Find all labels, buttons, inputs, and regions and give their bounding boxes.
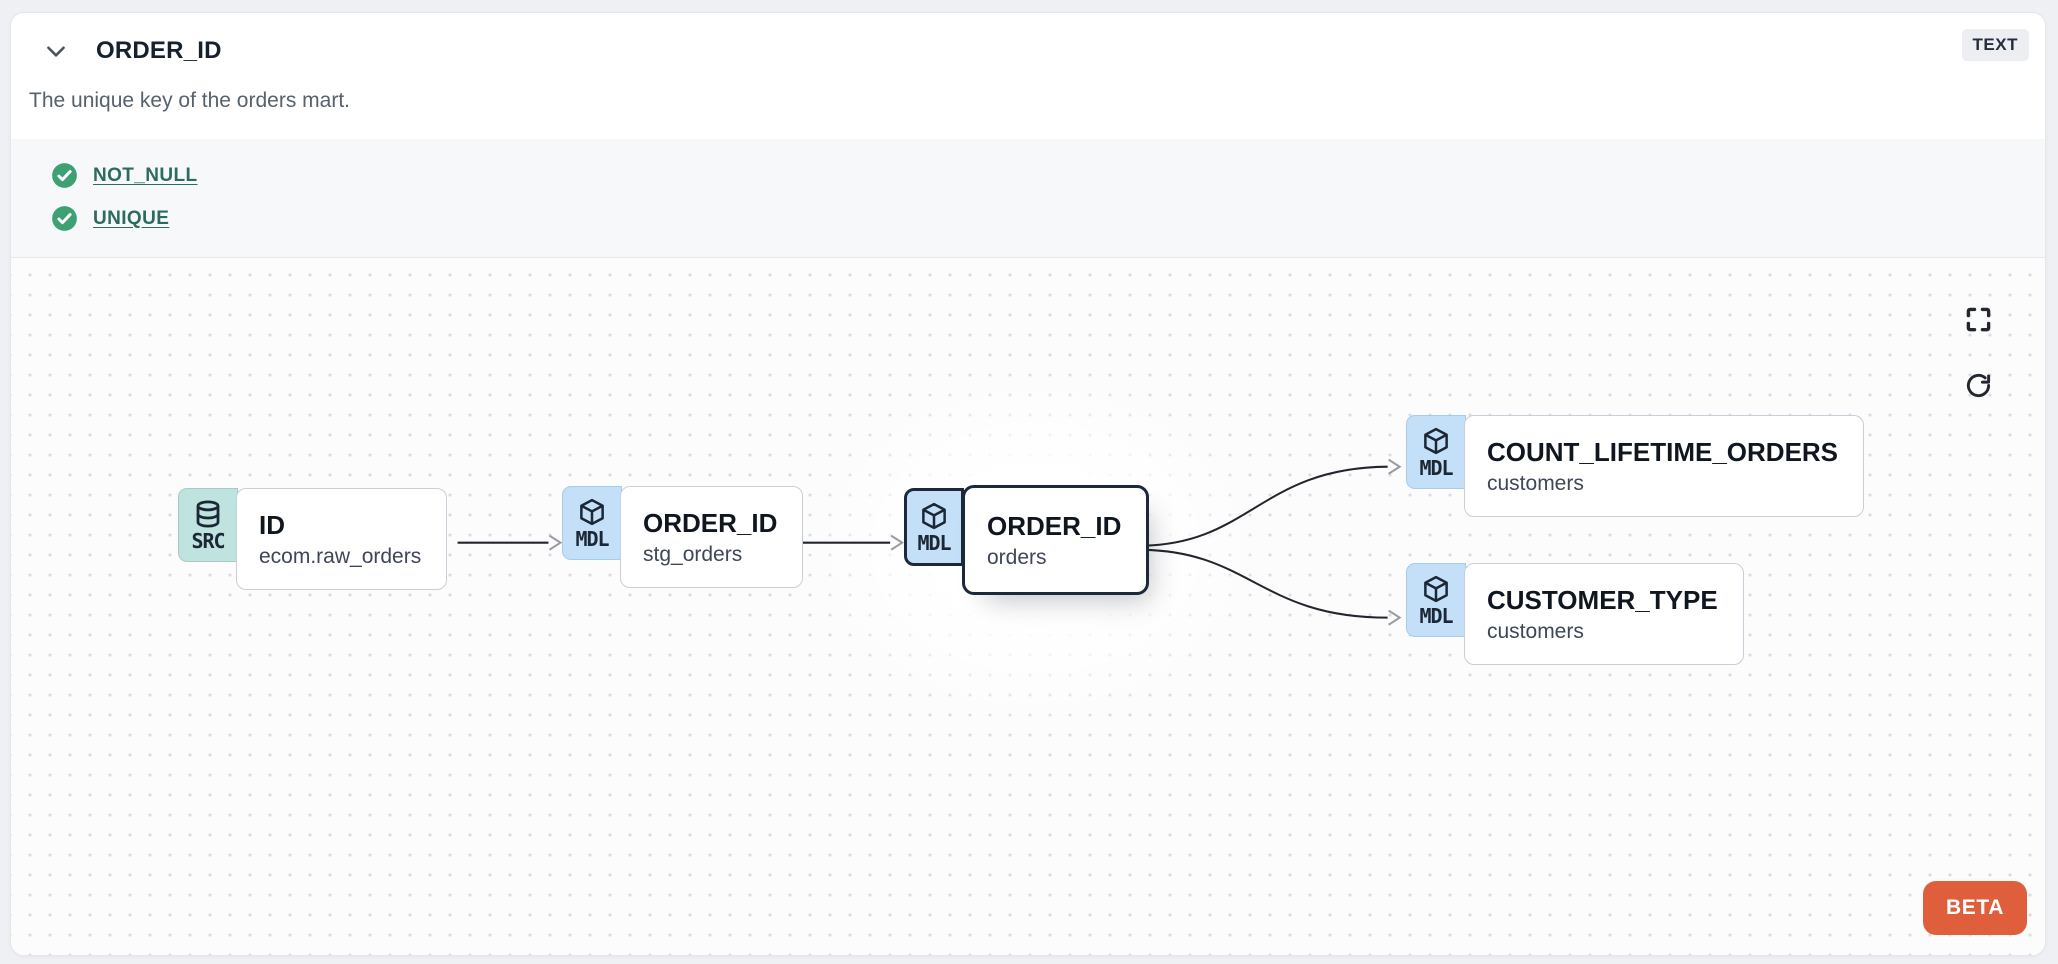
column-type-badge: TEXT: [1961, 29, 2029, 61]
node-title: ORDER_ID: [643, 507, 778, 538]
lineage-node-order-id-stg-orders[interactable]: MDL ORDER_ID stg_orders: [562, 486, 804, 588]
check-circle-icon: [52, 206, 77, 231]
node-title: CUSTOMER_TYPE: [1487, 584, 1718, 615]
graph-controls: [1955, 296, 2001, 408]
node-type-badge: SRC: [178, 488, 238, 562]
lineage-node-count-lifetime-orders[interactable]: MDL COUNT_LIFETIME_ORDERS customers: [1406, 415, 1865, 517]
column-title: ORDER_ID: [96, 37, 222, 64]
cube-icon: [1424, 575, 1448, 603]
node-title: COUNT_LIFETIME_ORDERS: [1487, 436, 1839, 467]
column-detail-card: ORDER_ID TEXT The unique key of the orde…: [10, 12, 2046, 956]
column-header: ORDER_ID TEXT The unique key of the orde…: [11, 13, 2045, 139]
node-type-badge: MDL: [904, 488, 964, 566]
test-row: NOT_NULL: [11, 154, 2045, 197]
lineage-node-order-id-orders-selected[interactable]: MDL ORDER_ID orders: [904, 485, 1150, 595]
cube-icon: [580, 498, 604, 526]
fullscreen-button[interactable]: [1955, 296, 2001, 342]
beta-badge[interactable]: BETA: [1922, 881, 2027, 935]
node-subtitle: stg_orders: [643, 543, 743, 567]
lineage-graph-canvas[interactable]: SRC ID ecom.raw_orders MDL ORDER_ID stg_…: [11, 258, 2045, 955]
node-subtitle: customers: [1487, 472, 1584, 496]
refresh-icon: [1966, 373, 1990, 397]
node-title: ORDER_ID: [987, 510, 1122, 541]
node-box: CUSTOMER_TYPE customers: [1464, 563, 1744, 665]
test-link-unique[interactable]: UNIQUE: [93, 207, 170, 229]
node-box: ORDER_ID stg_orders: [620, 486, 804, 588]
node-subtitle: customers: [1487, 620, 1584, 644]
node-type-badge: MDL: [562, 486, 622, 560]
node-box: ORDER_ID orders: [962, 485, 1150, 595]
test-row: UNIQUE: [11, 197, 2045, 240]
cube-icon: [1424, 427, 1448, 455]
chevron-down-icon[interactable]: [43, 38, 69, 64]
cube-icon: [922, 502, 946, 530]
check-circle-icon: [52, 163, 77, 188]
node-title: ID: [259, 509, 285, 540]
node-box: COUNT_LIFETIME_ORDERS customers: [1464, 415, 1865, 517]
lineage-node-customer-type[interactable]: MDL CUSTOMER_TYPE customers: [1406, 563, 1744, 665]
test-link-not-null[interactable]: NOT_NULL: [93, 164, 198, 186]
node-type-badge: MDL: [1406, 563, 1466, 637]
node-subtitle: orders: [987, 546, 1047, 570]
node-box: ID ecom.raw_orders: [236, 488, 448, 590]
node-subtitle: ecom.raw_orders: [259, 545, 422, 569]
lineage-node-id-raw-orders[interactable]: SRC ID ecom.raw_orders: [178, 488, 448, 590]
node-type-badge: MDL: [1406, 415, 1466, 489]
fullscreen-icon: [1966, 307, 1990, 331]
refresh-button[interactable]: [1955, 362, 2001, 408]
database-icon: [196, 500, 220, 528]
tests-section: NOT_NULL UNIQUE: [11, 139, 2045, 258]
column-description: The unique key of the orders mart.: [29, 89, 350, 112]
